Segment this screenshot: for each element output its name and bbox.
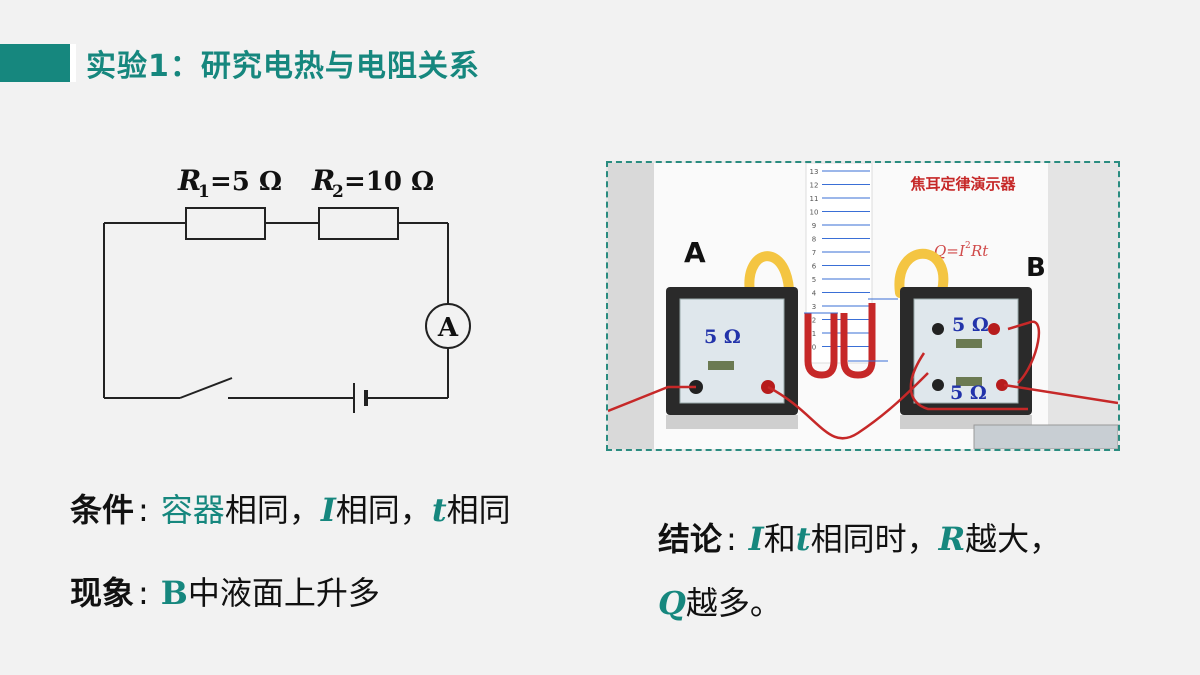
circuit-diagram: R 1 =5 Ω R 2 =10 Ω A — [103, 164, 471, 413]
conclusion-text-1: 相同时， — [810, 520, 939, 558]
condition-same-2: 相同， — [335, 491, 432, 529]
conclusion-line-2: Q越多。 — [658, 578, 782, 624]
scale-number: 0 — [812, 344, 816, 352]
scale-number: 10 — [810, 209, 819, 217]
formula-sup: 2 — [965, 241, 971, 251]
phenomenon-label: 现象 — [70, 574, 135, 612]
formula-q: Q= — [934, 242, 959, 260]
r2-subscript: 2 — [332, 182, 344, 202]
tube-b — [894, 248, 949, 298]
resistor-a-label: 5 Ω — [704, 326, 741, 348]
conclusion-text-2: 越大， — [965, 520, 1062, 558]
resistor-b1-body — [956, 339, 982, 348]
formula-i: I — [958, 242, 966, 260]
ammeter-label: A — [437, 313, 459, 343]
scale-number: 8 — [812, 236, 816, 244]
scale-number: 6 — [812, 263, 817, 271]
condition-same-1: 相同， — [224, 491, 321, 529]
condition-colon: : — [138, 491, 149, 529]
scale-number: 7 — [812, 249, 816, 257]
conclusion-label: 结论 — [658, 520, 723, 558]
base-meter — [973, 424, 1118, 449]
title-accent-gap — [70, 44, 76, 82]
condition-same-3: 相同 — [446, 491, 511, 529]
title-accent-bar — [0, 44, 70, 82]
scale-strip — [805, 163, 873, 364]
scale-number: 11 — [810, 195, 819, 203]
resistor-b1-label: 5 Ω — [952, 314, 989, 336]
condition-var-t: t — [431, 491, 447, 529]
scale-number: 5 — [812, 276, 816, 284]
device-name: 焦耳定律演示器 — [909, 175, 1016, 193]
conclusion-line-1: 结论: I和t相同时，R越大， — [658, 514, 1061, 560]
condition-container: 容器 — [160, 491, 225, 529]
phenomenon-var-b: B — [160, 574, 188, 612]
formula-rt: Rt — [970, 242, 989, 260]
scale-number: 1 — [812, 330, 816, 338]
scale-number: 13 — [810, 168, 819, 176]
scale-number: 2 — [812, 317, 816, 325]
resistor-a-body — [708, 361, 734, 370]
scale-number: 3 — [812, 303, 816, 311]
phenomenon-text: 中液面上升多 — [187, 574, 380, 612]
conclusion-colon: : — [726, 520, 737, 558]
r1-symbol: R — [177, 164, 201, 197]
u-tube-a — [804, 313, 838, 379]
r2-symbol: R — [311, 164, 335, 197]
resistor-r2 — [318, 207, 399, 240]
r2-value: =10 Ω — [344, 167, 434, 197]
conclusion-text-3: 越多。 — [685, 584, 782, 622]
condition-var-i: I — [320, 491, 336, 529]
scale-number: 4 — [812, 290, 817, 298]
u-tube-b — [840, 303, 876, 379]
r1-subscript: 1 — [198, 182, 210, 202]
conclusion-and: 和 — [763, 520, 796, 558]
conclusion-var-i: I — [748, 520, 764, 558]
phenomenon-colon: : — [138, 574, 149, 612]
switch-lever — [179, 377, 233, 399]
label-a: A — [684, 236, 706, 269]
condition-label: 条件 — [70, 491, 135, 529]
phenomenon-line: 现象: B中液面上升多 — [70, 568, 380, 614]
resistor-b2-body — [956, 377, 982, 386]
conclusion-var-t: t — [795, 520, 811, 558]
conclusion-var-q: Q — [658, 584, 686, 622]
scale-number: 9 — [812, 222, 816, 230]
label-b: B — [1026, 253, 1046, 283]
resistor-r1 — [185, 207, 266, 240]
condition-line: 条件:容器相同，I相同，t相同 — [70, 485, 511, 531]
conclusion-var-r: R — [938, 520, 966, 558]
resistor-b2-label: 5 Ω — [950, 382, 987, 404]
r1-value: =5 Ω — [210, 167, 282, 197]
page-title: 实验1：研究电热与电阻关系 — [86, 49, 480, 84]
scale-number: 12 — [810, 182, 819, 190]
